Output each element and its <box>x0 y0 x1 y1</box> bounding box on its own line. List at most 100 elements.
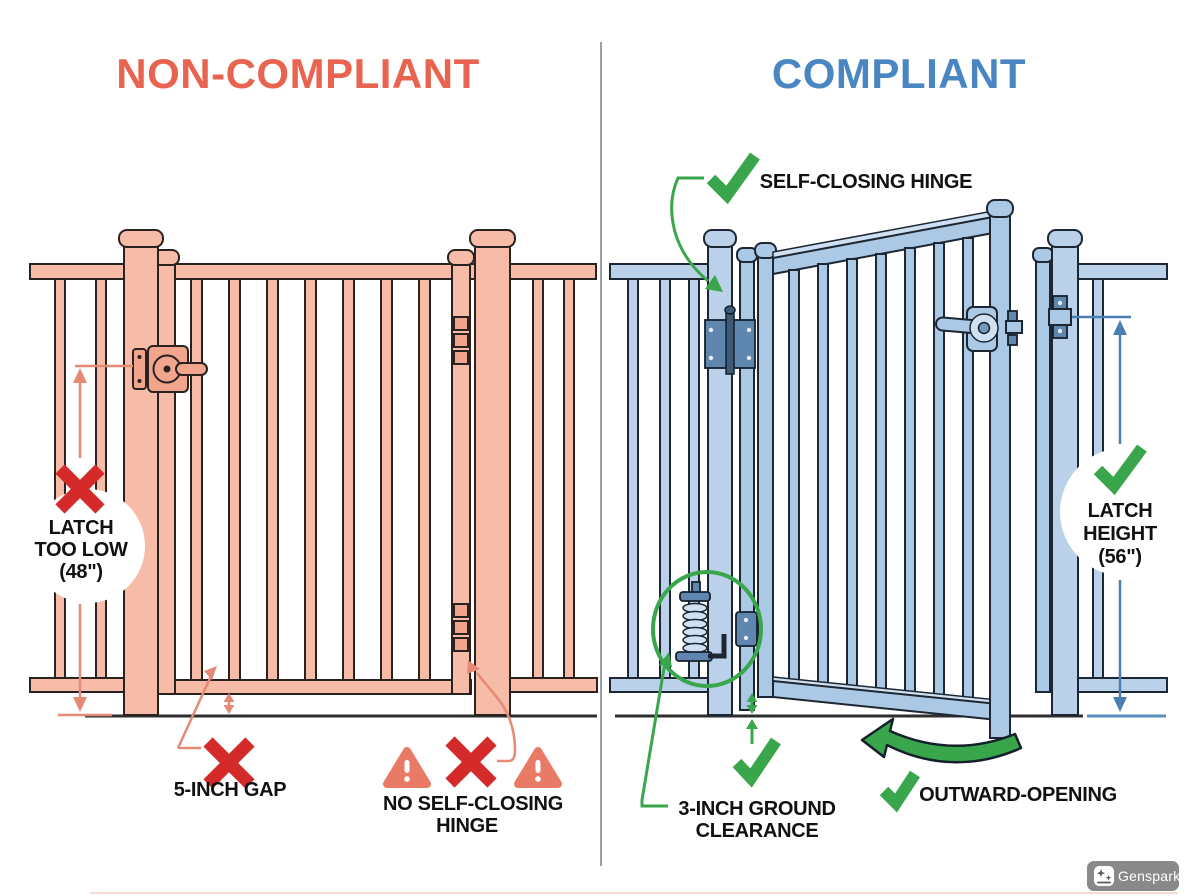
label-line: (48") <box>59 561 103 583</box>
outward-swoosh-arrow-icon <box>860 717 1023 764</box>
label-line: LATCH <box>1088 500 1153 522</box>
spring-arm <box>708 634 727 659</box>
arrowhead-icon <box>705 275 723 292</box>
ground-clearance-label: 3-INCH GROUND CLEARANCE <box>678 798 836 842</box>
fence-post-cap <box>703 229 737 248</box>
label-line: 3-INCH GROUND <box>678 798 835 820</box>
screw <box>137 355 142 359</box>
screw <box>743 617 749 623</box>
sparkle-glyph <box>1105 875 1112 881</box>
gate-bar <box>342 278 355 681</box>
screw <box>1057 328 1063 334</box>
x-icon-gap <box>203 737 255 789</box>
gate-stile-cap <box>447 249 475 266</box>
arrow-down-icon <box>746 705 758 714</box>
keeper-block <box>1048 308 1072 326</box>
x-stroke <box>445 736 497 788</box>
hinge-knuckle <box>725 311 735 375</box>
self-closing-hinge-label: SELF-CLOSING HINGE <box>760 171 972 193</box>
pointer-line <box>176 675 213 749</box>
gate-bar <box>788 269 800 687</box>
exclamation-dot <box>535 776 541 782</box>
fence-top-rail <box>1077 263 1168 280</box>
fence-post-cap <box>118 229 164 248</box>
fence-bar <box>563 277 575 681</box>
five-inch-gap-pointer <box>176 666 217 750</box>
gap-dimension-arrow <box>223 693 235 714</box>
hinge-leaf <box>453 620 469 635</box>
gate-bar <box>904 247 916 699</box>
screw <box>708 327 714 333</box>
latch-height-label: LATCH HEIGHT (56") <box>1083 500 1157 568</box>
spring-bottom-bar <box>675 651 713 662</box>
warning-icon <box>383 747 431 788</box>
fence-stile <box>1035 259 1051 693</box>
x-stroke <box>203 737 255 789</box>
x-icon-latch <box>55 464 105 514</box>
non-compliant-panel: NON-COMPLIANT <box>29 50 598 837</box>
label-line: TOO LOW <box>34 539 127 561</box>
gate-bar <box>228 278 241 681</box>
x-icon-hinge <box>445 736 497 788</box>
compliant-gate <box>772 199 1023 739</box>
label-background <box>1060 448 1188 576</box>
fence-bottom-rail <box>29 677 125 693</box>
spring-hinge-highlight-circle <box>651 570 763 688</box>
non-compliant-gate-bars <box>190 278 431 681</box>
handle-hub <box>977 321 991 335</box>
latch-backplate <box>132 348 147 390</box>
gate-bar <box>817 263 829 690</box>
pointer-line <box>640 661 668 808</box>
label-line: (56") <box>1098 546 1142 568</box>
check-icon-self-closing <box>706 152 760 205</box>
fence-top-rail <box>29 263 597 280</box>
fence-post-cap <box>1047 229 1083 248</box>
gate-bar <box>190 278 203 681</box>
plain-hinge-icon <box>453 316 469 365</box>
genspark-watermark[interactable]: Genspark <box>1087 861 1181 891</box>
arrow-up-icon <box>746 693 758 702</box>
screw <box>746 327 752 333</box>
outward-opening-label: OUTWARD-OPENING <box>919 784 1117 806</box>
gate-bar <box>846 258 858 693</box>
label-line: HINGE <box>436 815 498 837</box>
non-compliant-title: NON-COMPLIANT <box>116 50 479 97</box>
fence-bottom-rail <box>1077 677 1168 693</box>
gate-handle <box>935 306 1023 352</box>
latch-bolt-guide <box>1007 334 1018 346</box>
fence-post <box>123 243 159 716</box>
gate-bar <box>304 278 317 681</box>
arrow-down-icon <box>1113 697 1127 712</box>
compliant-panel: COMPLIANT <box>609 50 1188 842</box>
check-stroke <box>1093 444 1147 496</box>
plain-hinge-icon <box>453 603 469 652</box>
arrow-down-icon <box>73 697 87 712</box>
gate-far-stile <box>989 215 1011 739</box>
fence-bar <box>627 277 639 681</box>
arrow-up-icon <box>73 368 87 383</box>
screw <box>708 355 714 361</box>
label-line: LATCH <box>49 517 114 539</box>
latch-too-low-label: LATCH TOO LOW (48") <box>34 517 128 583</box>
arrowhead-icon <box>659 652 672 667</box>
gate-far-stile-cap <box>986 199 1014 218</box>
spring-hinge-icon <box>651 570 763 688</box>
genspark-logo-icon <box>1094 866 1114 886</box>
gate-bar <box>266 278 279 681</box>
clearance-pointer <box>640 652 672 808</box>
screw <box>1057 300 1063 306</box>
no-self-closing-hinge-label: NO SELF-CLOSING HINGE <box>383 793 563 837</box>
pointer-curve <box>476 672 517 763</box>
screw <box>137 379 142 383</box>
fence-bottom-rail <box>509 677 598 693</box>
check-icon-clearance <box>732 737 781 788</box>
exclamation-bar <box>404 760 410 773</box>
check-stroke <box>706 152 760 205</box>
hinge-leaf <box>453 603 469 618</box>
watermark-label: Genspark <box>1118 868 1181 884</box>
exclamation-dot <box>404 776 410 782</box>
arrowhead-icon <box>204 666 217 680</box>
arrow-up-icon <box>223 693 235 702</box>
